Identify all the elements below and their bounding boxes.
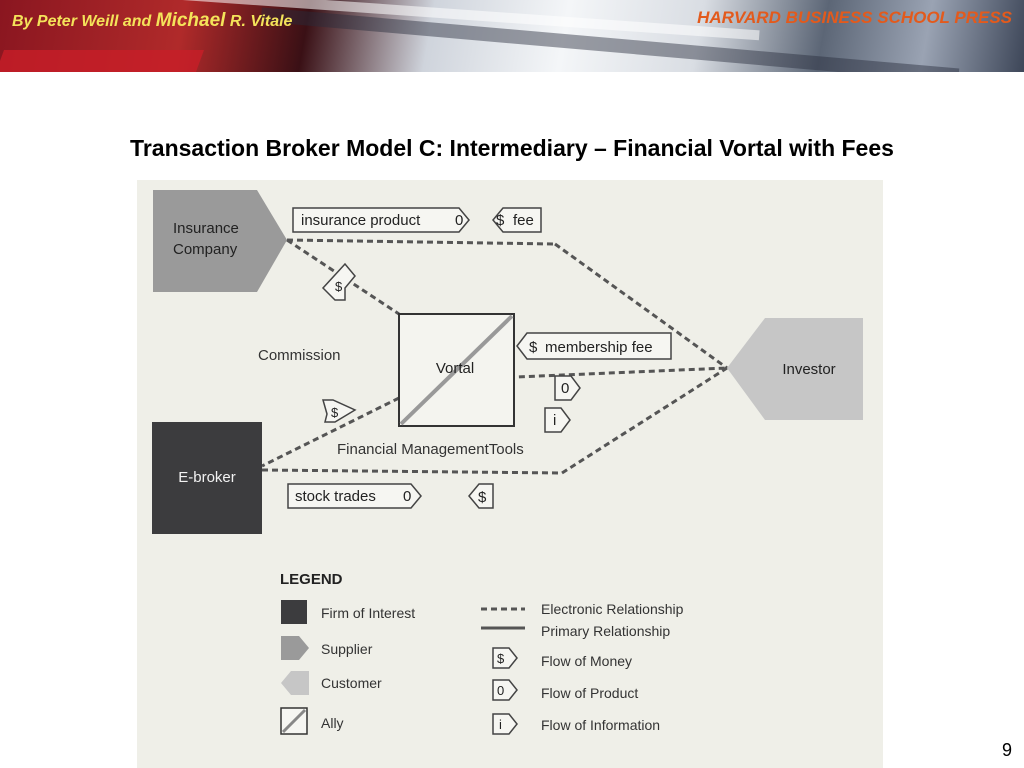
flow-arrows <box>287 207 672 509</box>
insurance-label-line1: Insurance <box>173 220 239 237</box>
stock-trades-label: stock trades <box>295 488 376 505</box>
insurance-product-symbol: 0 <box>455 212 463 229</box>
diagram-figure: Insurance Company E-broker Investor Vort… <box>137 180 883 768</box>
legend-supplier-label: Supplier <box>321 641 373 657</box>
insurance-product-label: insurance product <box>301 212 421 229</box>
electronic-line <box>561 366 728 475</box>
legend-money-arrow <box>492 647 518 669</box>
fee-label: fee <box>513 212 534 229</box>
legend-money-symbol: $ <box>497 651 505 666</box>
legend-supplier-swatch <box>281 636 309 660</box>
fmt-label: Financial ManagementTools <box>337 441 524 458</box>
stock-money-symbol: $ <box>478 489 487 506</box>
membership-fee-arrow <box>516 332 672 360</box>
insurance-label-line2: Company <box>173 241 238 258</box>
electronic-line <box>286 238 556 246</box>
electronic-line <box>554 242 728 370</box>
product-symbol: 0 <box>561 380 569 397</box>
stock-trades-symbol: 0 <box>403 488 411 505</box>
insurance-company-shape <box>153 190 287 292</box>
diagram-svg: Insurance Company E-broker Investor Vort… <box>152 190 863 735</box>
fee-arrow <box>492 207 542 233</box>
fee-money-symbol: $ <box>496 212 505 229</box>
membership-money-symbol: $ <box>529 339 538 356</box>
legend-firm-swatch <box>281 600 307 624</box>
legend-ally-label: Ally <box>321 715 344 731</box>
stock-trades-arrow <box>287 483 422 509</box>
legend-product-arrow <box>492 679 518 701</box>
legend-firm-label: Firm of Interest <box>321 605 415 621</box>
legend-primary-label: Primary Relationship <box>541 623 670 639</box>
commission-money-arrow-top <box>321 262 356 301</box>
legend-ally-diagonal <box>281 708 307 734</box>
authors-post: R. Vitale <box>225 13 293 30</box>
insurance-product-arrow <box>292 207 470 233</box>
info-symbol: i <box>553 412 556 429</box>
commission-money-symbol-top: $ <box>335 279 343 294</box>
stock-money-arrow <box>468 483 494 509</box>
electronic-line <box>261 396 400 468</box>
legend-customer-swatch <box>281 671 309 695</box>
legend-title: LEGEND <box>280 571 343 588</box>
product-arrow <box>554 375 581 401</box>
investor-label: Investor <box>782 361 835 378</box>
legend-information-symbol: i <box>499 717 502 732</box>
info-arrow <box>544 407 571 433</box>
publisher: HARVARD BUSINESS SCHOOL PRESS <box>697 8 1012 27</box>
commission-label: Commission <box>258 347 341 364</box>
legend-electronic-label: Electronic Relationship <box>541 601 684 617</box>
vortal-diagonal <box>399 314 514 426</box>
banner-streak <box>0 50 205 72</box>
slide-title: Transaction Broker Model C: Intermediary… <box>130 135 894 161</box>
membership-fee-label: membership fee <box>545 339 653 356</box>
page-number: 9 <box>1001 740 1012 760</box>
legend-product-label: Flow of Product <box>541 685 638 701</box>
electronic-line <box>261 468 563 475</box>
legend: LEGEND Firm of Interest Supplier Custome… <box>280 571 684 735</box>
electronic-line <box>286 238 400 316</box>
commission-money-symbol-bottom: $ <box>331 405 339 420</box>
authors: By Peter Weill and Michael R. Vitale <box>12 10 292 32</box>
legend-information-label: Flow of Information <box>541 717 660 733</box>
header-banner: By Peter Weill and Michael R. Vitale HAR… <box>0 0 1024 72</box>
authors-pre: By Peter Weill and <box>12 13 156 30</box>
legend-product-symbol: 0 <box>497 683 504 698</box>
ebroker-label: E-broker <box>178 469 236 486</box>
legend-money-label: Flow of Money <box>541 653 632 669</box>
commission-money-arrow-bottom <box>322 399 357 423</box>
ebroker-shape <box>152 422 262 534</box>
investor-shape <box>727 318 863 420</box>
legend-information-arrow <box>492 713 518 735</box>
authors-big: Michael <box>155 10 226 31</box>
flow-labels: insurance product 0 $ fee $ membership f… <box>295 212 653 506</box>
legend-customer-label: Customer <box>321 675 382 691</box>
vortal-label: Vortal <box>436 360 474 377</box>
